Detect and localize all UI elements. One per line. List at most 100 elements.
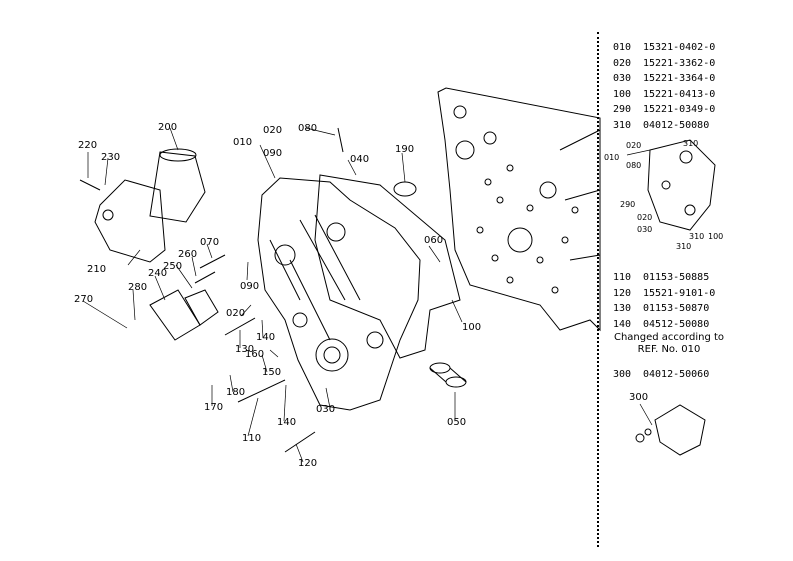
part-code: 290 xyxy=(613,104,632,115)
callout-040: 040 xyxy=(350,154,369,165)
gear-case-gasket xyxy=(314,174,461,359)
inset-callout-300: 300 xyxy=(629,392,648,403)
callout-030: 030 xyxy=(316,404,335,415)
inset-callout-020-b: 020 xyxy=(637,213,652,222)
callout-140-b: 140 xyxy=(277,417,296,428)
callout-260: 260 xyxy=(178,249,197,260)
leader-lines xyxy=(82,127,463,463)
callout-010: 010 xyxy=(233,137,252,148)
parts-row: 130 01153-50870 xyxy=(613,301,715,317)
part-code: 310 xyxy=(613,119,632,131)
inset-callout-080: 080 xyxy=(626,161,641,170)
parts-row: 140 04512-50080 xyxy=(613,317,715,333)
callout-280: 280 xyxy=(128,282,147,293)
bolt-110 xyxy=(237,379,286,403)
callout-020-b: 020 xyxy=(226,308,245,319)
callout-020-a: 020 xyxy=(263,125,282,136)
part-number: 01153-50870 xyxy=(643,303,710,314)
gear-case xyxy=(257,177,421,411)
parts-row: 110 01153-50885 xyxy=(613,270,715,286)
callout-140-a: 140 xyxy=(256,332,275,343)
part-number: 15321-0402-0 xyxy=(643,42,716,53)
callout-130: 130 xyxy=(235,344,254,355)
oil-filter xyxy=(149,148,206,223)
inset-callout-310-c: 310 xyxy=(689,232,704,241)
callout-170: 170 xyxy=(204,402,223,413)
parts-row: 290 15221-0349-0 xyxy=(613,102,715,118)
parts-list-mid: 110 01153-50885 120 15521-9101-0 130 01153-… xyxy=(613,270,715,332)
parts-list-bottom: 300 04012-50060 xyxy=(613,367,709,383)
part-number: 04512-50080 xyxy=(643,318,710,330)
bolt-260 xyxy=(194,271,216,284)
engine-block-plate xyxy=(437,87,601,332)
inset-assembly xyxy=(626,139,716,231)
divider-line xyxy=(597,32,599,547)
part-number: 15221-0349-0 xyxy=(643,104,716,115)
gear-case-ribs xyxy=(269,214,361,341)
callout-060: 060 xyxy=(424,235,443,246)
parts-row: 100 15221-0413-0 xyxy=(613,87,715,103)
bolt-070 xyxy=(199,254,226,269)
inset-callout-010: 010 xyxy=(604,153,619,162)
block-holes xyxy=(453,105,579,294)
callout-150: 150 xyxy=(262,367,281,378)
callout-230: 230 xyxy=(101,152,120,163)
callout-110: 110 xyxy=(242,433,261,444)
part-code: 120 xyxy=(613,287,632,299)
inset-300-assembly xyxy=(635,403,706,456)
callout-050: 050 xyxy=(447,417,466,428)
parts-row: 300 04012-50060 xyxy=(613,367,709,383)
callout-070: 070 xyxy=(200,237,219,248)
callout-080: 080 xyxy=(298,123,317,134)
callout-240: 240 xyxy=(148,268,167,279)
filter-bracket xyxy=(94,179,166,263)
inset-callout-310-b: 310 xyxy=(676,242,691,251)
part-code: 300 xyxy=(613,369,632,380)
part-number: 15521-9101-0 xyxy=(643,287,716,299)
gasket-250 xyxy=(184,289,219,326)
pin-080 xyxy=(337,127,344,153)
cover-plate xyxy=(149,289,201,341)
o-ring-190 xyxy=(393,181,417,197)
callout-190: 190 xyxy=(395,144,414,155)
part-code: 130 xyxy=(613,303,632,314)
callout-180: 180 xyxy=(226,387,245,398)
bolt-220 xyxy=(79,179,101,191)
part-number: 04012-50060 xyxy=(643,369,710,380)
plug-050 xyxy=(429,362,467,388)
callout-200: 200 xyxy=(158,122,177,133)
inset-callout-030: 030 xyxy=(637,225,652,234)
part-number: 15221-0413-0 xyxy=(643,88,716,100)
parts-row: 010 15321-0402-0 xyxy=(613,40,715,56)
callout-220: 220 xyxy=(78,140,97,151)
parts-row: 310 04012-50080 xyxy=(613,118,715,134)
bolt-130 xyxy=(224,317,256,336)
callout-270: 270 xyxy=(74,294,93,305)
callout-120: 120 xyxy=(298,458,317,469)
callout-090-a: 090 xyxy=(240,281,259,292)
gear-case-boss xyxy=(315,338,349,372)
callout-160: 160 xyxy=(245,349,264,360)
inset-callout-100: 100 xyxy=(708,232,723,241)
part-code: 020 xyxy=(613,57,632,69)
callout-100: 100 xyxy=(462,322,481,333)
parts-row: 020 15221-3362-0 xyxy=(613,56,715,72)
part-code: 010 xyxy=(613,42,632,53)
callout-210: 210 xyxy=(87,264,106,275)
callout-250: 250 xyxy=(163,261,182,272)
inset-callout-290: 290 xyxy=(620,200,635,209)
part-code: 110 xyxy=(613,272,632,283)
change-note: Changed according to REF. No. 010 xyxy=(613,332,725,355)
part-number: 01153-50885 xyxy=(643,272,710,283)
engine-block-side xyxy=(559,129,601,261)
part-code: 030 xyxy=(613,73,632,84)
inset-callout-310-a: 310 xyxy=(683,139,698,148)
part-number: 04012-50080 xyxy=(643,119,710,131)
part-code: 140 xyxy=(613,318,632,330)
part-number: 15221-3362-0 xyxy=(643,57,716,69)
part-code: 100 xyxy=(613,88,632,100)
parts-row: 120 15521-9101-0 xyxy=(613,286,715,302)
